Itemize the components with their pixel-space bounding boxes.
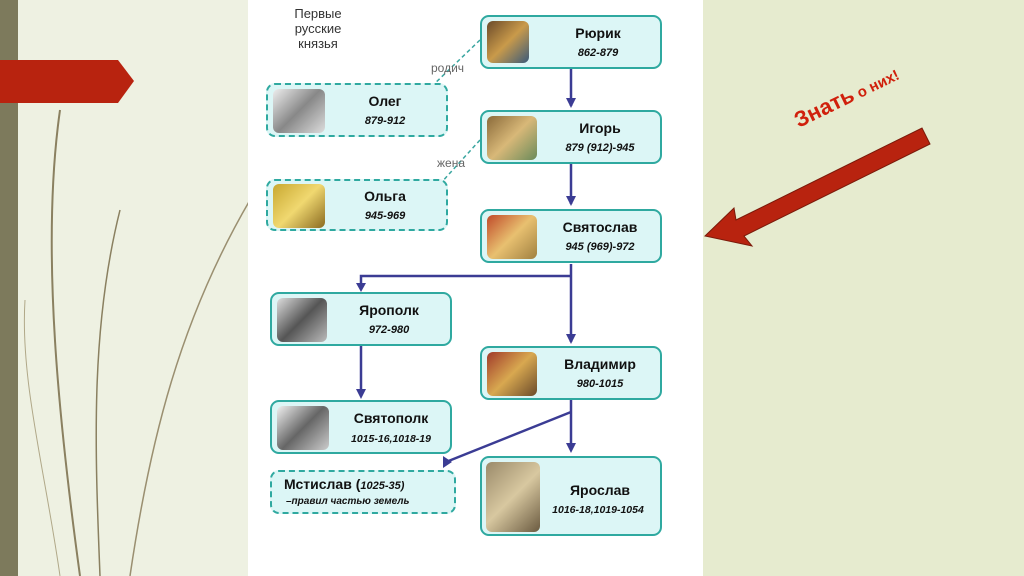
years-yaropolk: 972-980 [368, 324, 410, 336]
portrait-olga-icon [273, 184, 325, 228]
edge-rodich [429, 39, 481, 89]
portrait-yaropolk-icon [277, 298, 327, 342]
note-mstislav: –правил частью земель [286, 496, 410, 507]
portrait-yaroslav-icon [486, 462, 540, 532]
node-svyatopolk: Святополк 1015-16,1018-19 [270, 400, 452, 454]
name-svyatoslav: Святослав [562, 219, 638, 235]
years-vladimir: 980-1015 [576, 378, 624, 390]
portrait-svyatopolk-icon [277, 406, 329, 450]
years-yaroslav: 1016-18,1019-1054 [552, 504, 644, 516]
right-panel [703, 0, 1024, 576]
portrait-oleg-icon [273, 89, 325, 133]
portrait-vladimir-icon [487, 352, 537, 396]
title-line-3: князья [298, 36, 338, 51]
name-igor: Игорь [579, 120, 621, 136]
node-yaropolk: Ярополк 972-980 [270, 292, 452, 346]
name-svyatopolk: Святополк [353, 410, 429, 426]
edge-svyatoslav-yaropolk [359, 274, 571, 288]
years-mstislav: 1025-35) [360, 480, 405, 492]
years-rurik: 862-879 [577, 47, 619, 59]
years-olga: 945-969 [364, 210, 406, 222]
name-mstislav-text: Мстислав ( [284, 476, 361, 492]
name-yaroslav: Ярослав [569, 482, 631, 498]
diagram-title: Первые русские князья [275, 6, 361, 51]
name-rurik: Рюрик [575, 25, 621, 41]
title-line-1: Первые [294, 6, 342, 21]
callout-arrow [703, 127, 931, 247]
portrait-igor-icon [487, 116, 537, 160]
name-olga: Ольга [364, 188, 406, 204]
years-svyatopolk: 1015-16,1018-19 [351, 433, 431, 445]
years-oleg: 879-912 [364, 115, 406, 127]
label-rodich: родич [431, 61, 465, 75]
edge-vladimir-mstislav [445, 410, 572, 464]
node-igor: Игорь 879 (912)-945 [480, 110, 662, 164]
node-yaroslav: Ярослав 1016-18,1019-1054 [480, 456, 662, 536]
portrait-svyatoslav-icon [487, 215, 537, 259]
name-oleg: Олег [368, 93, 402, 109]
name-vladimir: Владимир [564, 356, 636, 372]
left-decor-band [0, 0, 18, 576]
edge-zhena [439, 139, 481, 185]
node-oleg: Олег 879-912 [266, 83, 448, 137]
node-svyatoslav: Святослав 945 (969)-972 [480, 209, 662, 263]
node-mstislav: Мстислав (1025-35) –правил частью земель [270, 470, 456, 514]
red-tab-arrow [0, 60, 134, 103]
label-zhena: жена [437, 156, 466, 170]
portrait-rurik-icon [487, 21, 529, 63]
node-vladimir: Владимир 980-1015 [480, 346, 662, 400]
name-mstislav: Мстислав (1025-35) [284, 476, 404, 492]
decorative-curves [23, 109, 250, 576]
node-olga: Ольга 945-969 [266, 179, 448, 231]
years-svyatoslav: 945 (969)-972 [565, 241, 635, 253]
name-yaropolk: Ярополк [359, 302, 419, 318]
years-igor: 879 (912)-945 [565, 142, 635, 154]
node-rurik: Рюрик 862-879 [480, 15, 662, 69]
title-line-2: русские [294, 21, 342, 36]
